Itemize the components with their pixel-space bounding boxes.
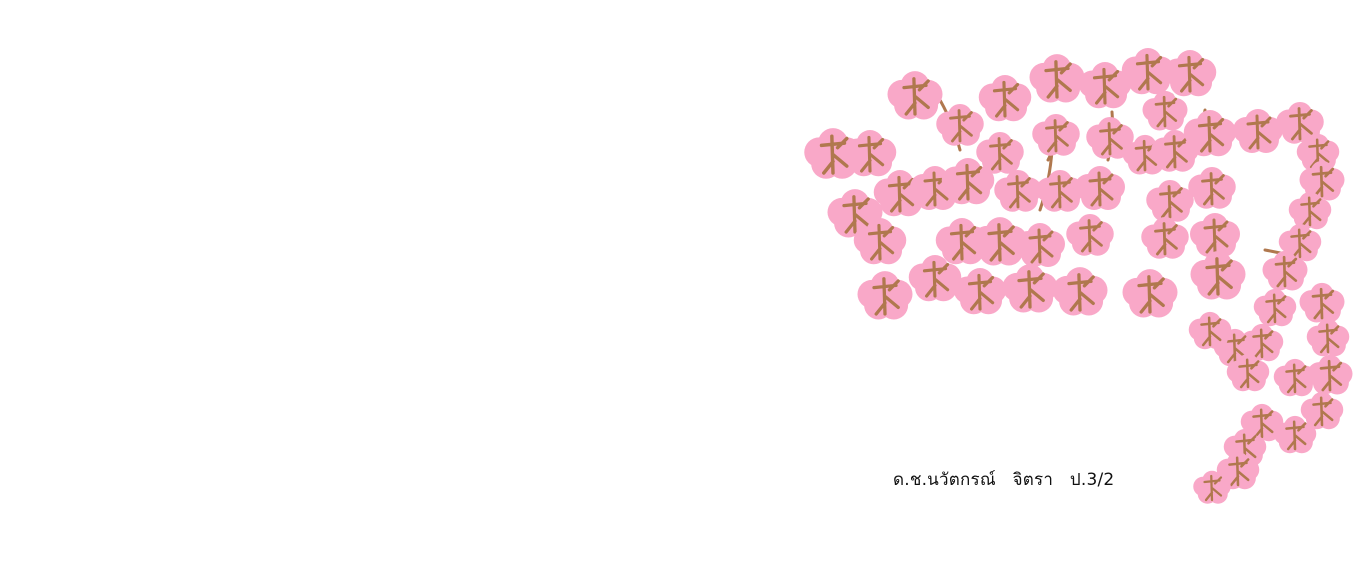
blossom-clusters xyxy=(804,48,1353,504)
blossom xyxy=(1029,54,1085,103)
blossom xyxy=(1052,267,1108,316)
blossom xyxy=(1075,166,1125,210)
blossom xyxy=(1300,391,1344,430)
blossom xyxy=(941,158,995,205)
blossom xyxy=(994,169,1042,212)
blossom xyxy=(1190,251,1246,300)
blossom xyxy=(1188,311,1232,350)
blossom xyxy=(843,130,897,177)
blossom xyxy=(1190,213,1240,257)
blossom xyxy=(1146,179,1194,222)
blossom xyxy=(1193,470,1231,504)
blossom xyxy=(1299,282,1345,323)
blossom xyxy=(1306,318,1350,357)
blossom xyxy=(1163,50,1217,97)
blossom xyxy=(1141,216,1189,259)
blossom xyxy=(1122,269,1178,318)
blossom xyxy=(1188,166,1236,209)
blossom xyxy=(1015,223,1065,267)
blossom xyxy=(1121,48,1175,95)
blossom xyxy=(953,268,1007,315)
blossom xyxy=(1032,113,1080,156)
blossom xyxy=(1307,354,1353,395)
blossom xyxy=(1226,353,1270,392)
blossom xyxy=(1288,191,1332,230)
blossom xyxy=(827,189,883,238)
blossom xyxy=(1151,129,1199,172)
blossom xyxy=(1078,62,1132,109)
blossom xyxy=(1086,116,1134,159)
blossom xyxy=(1036,169,1084,212)
blossom xyxy=(936,103,984,146)
blossom xyxy=(908,255,962,302)
blossom xyxy=(1262,250,1308,291)
blossom xyxy=(910,166,960,210)
blossom xyxy=(887,71,943,120)
blossom xyxy=(1233,109,1283,153)
blossom xyxy=(1299,160,1345,201)
blossom xyxy=(857,271,913,320)
blossom xyxy=(1142,90,1188,131)
blossom xyxy=(853,218,907,265)
blossom xyxy=(1183,110,1237,157)
blossom xyxy=(1276,101,1324,144)
blossom xyxy=(1273,358,1317,397)
blossom xyxy=(976,131,1024,174)
blossom xyxy=(1278,223,1322,262)
blossom xyxy=(1273,415,1317,454)
blossom xyxy=(1253,288,1297,327)
blossom xyxy=(1002,264,1058,313)
blossom xyxy=(978,75,1032,122)
artist-caption: ด.ช.นวัตกรณ์ จิตรา ป.3/2 xyxy=(893,470,1115,490)
blossom xyxy=(1066,213,1114,256)
